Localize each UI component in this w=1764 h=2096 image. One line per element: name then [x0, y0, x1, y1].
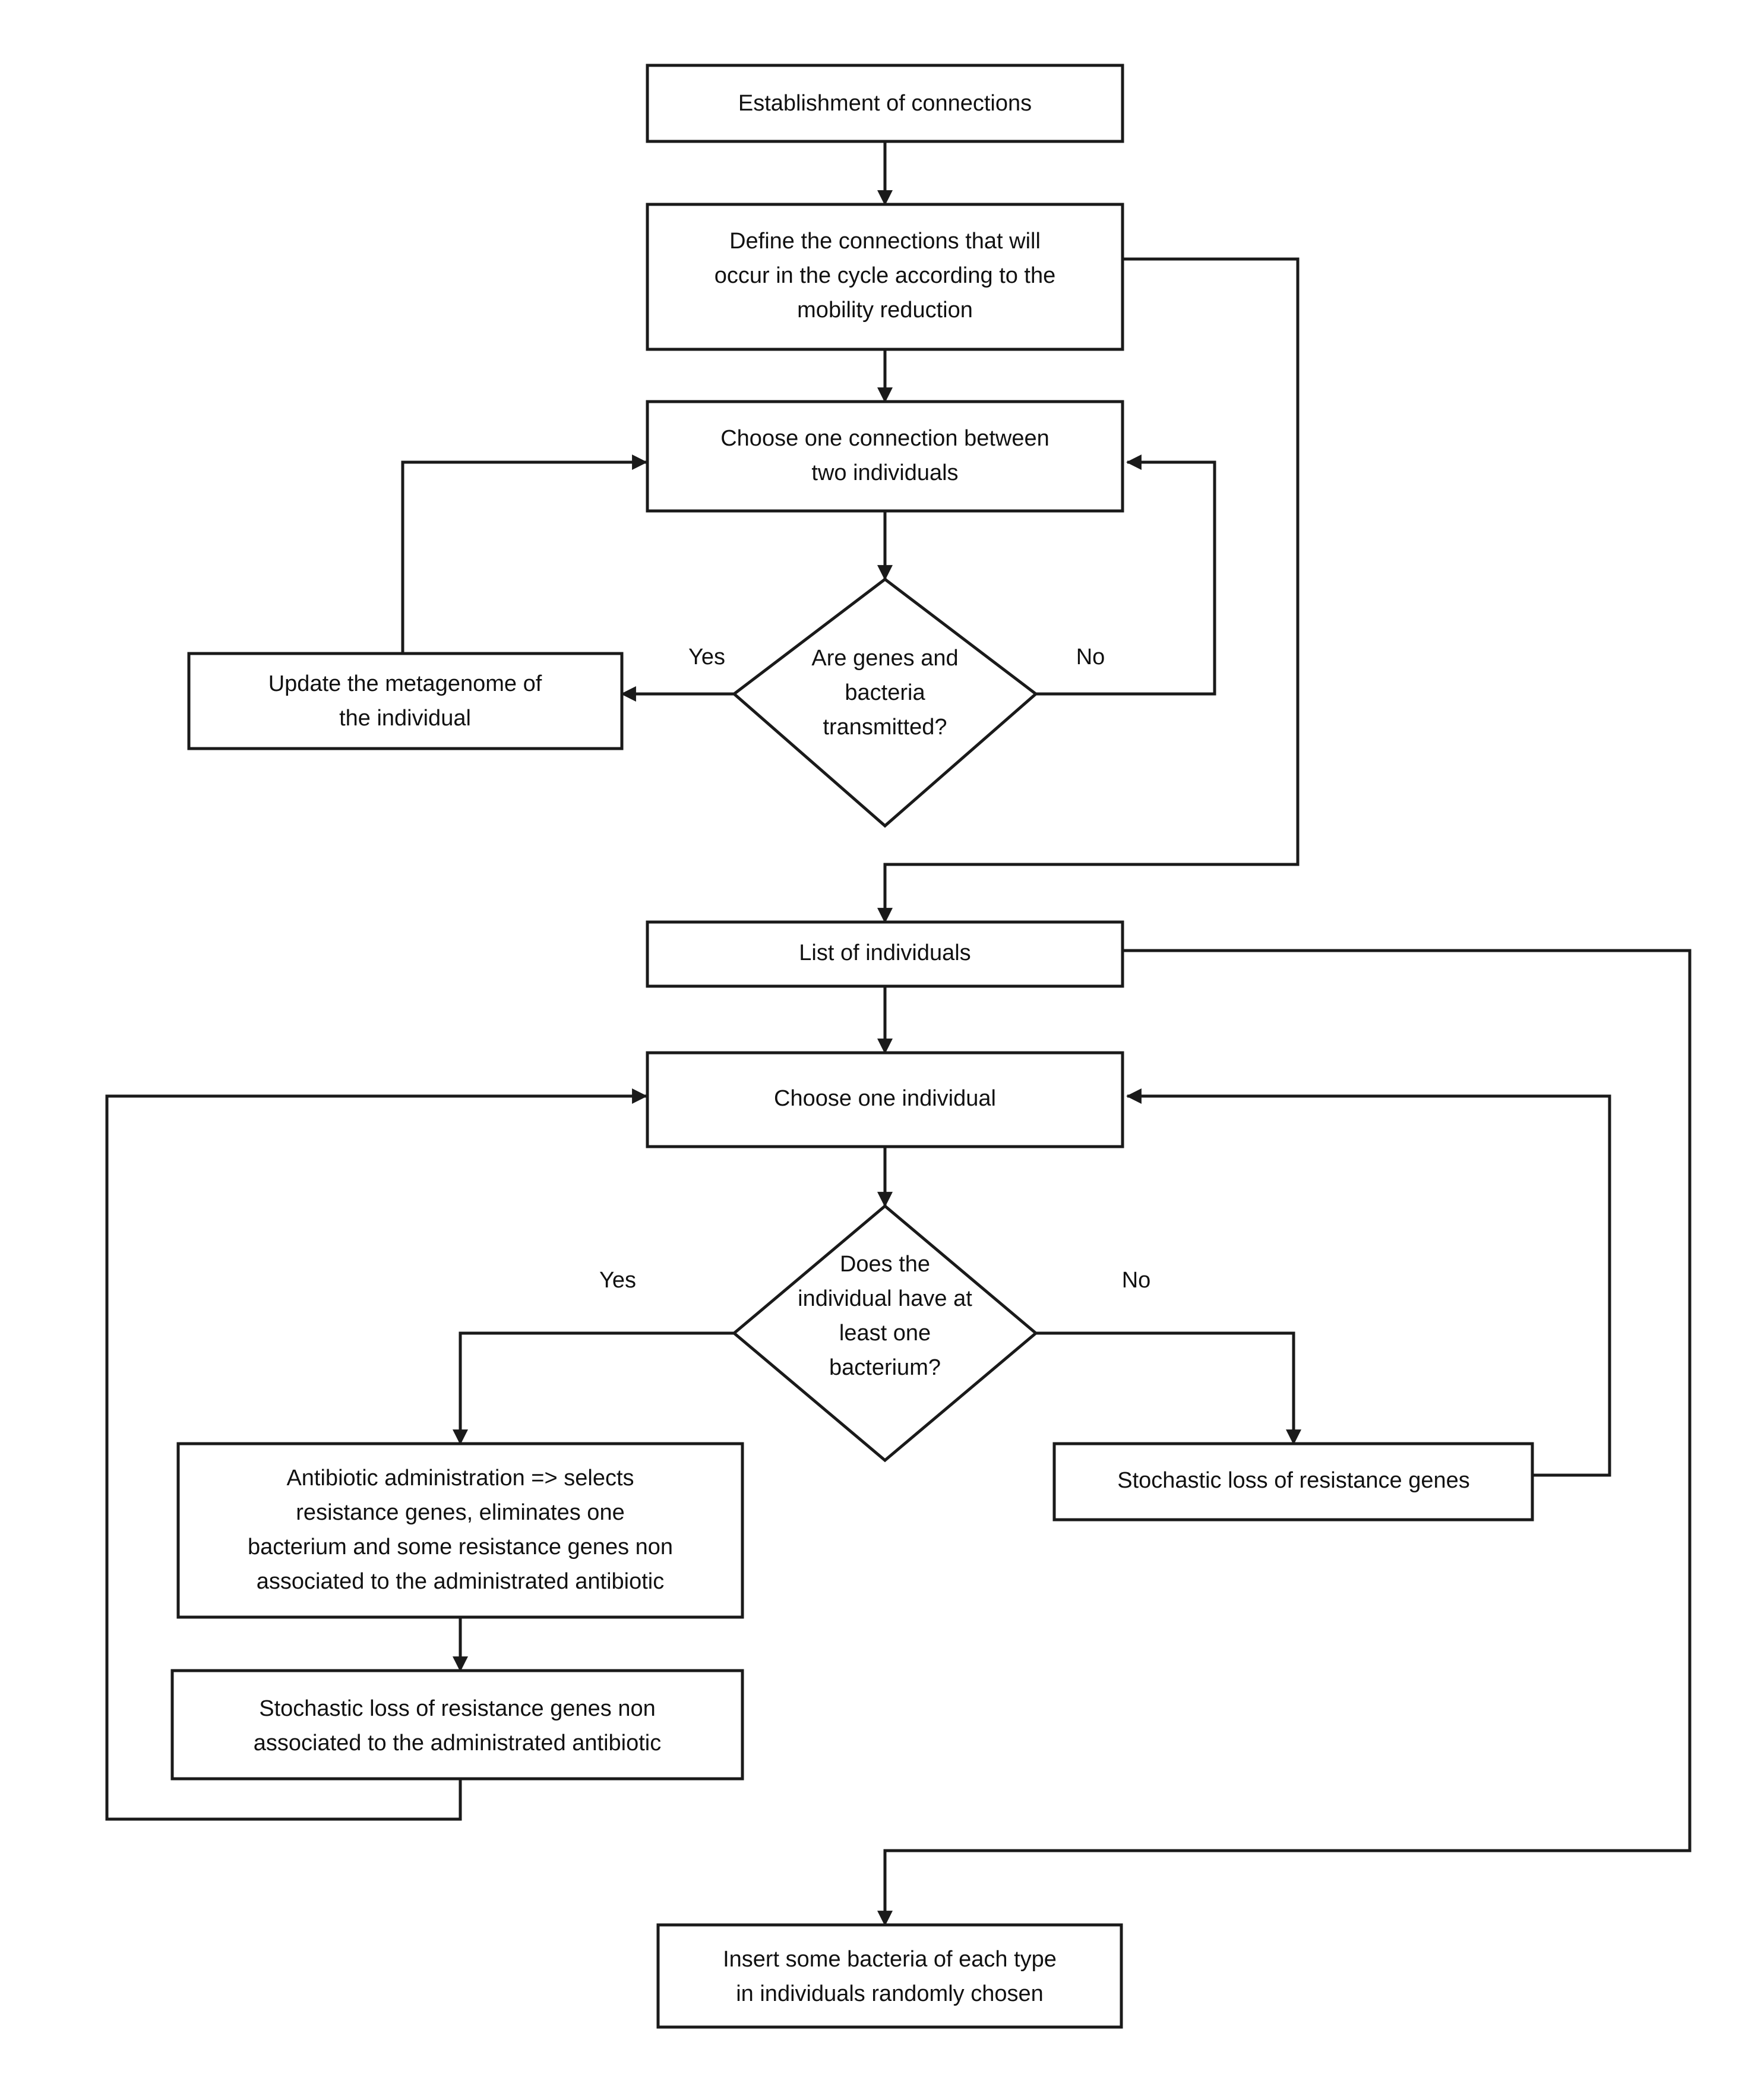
node-insert-bacteria-line-2: in individuals randomly chosen [736, 1981, 1044, 2006]
node-decision-bacterium-line-4: bacterium? [829, 1355, 941, 1380]
node-decision-genes-transmitted[interactable]: Are genes and bacteria transmitted? [732, 577, 1038, 828]
edge-no-to-stochastic-loss [1036, 1331, 1301, 1445]
edge-label-no-transmitted: No [1076, 645, 1105, 670]
node-insert-bacteria[interactable]: Insert some bacteria of each type in ind… [656, 1923, 1123, 2029]
node-antibiotic-line-4: associated to the administrated antibiot… [257, 1569, 665, 1594]
edge-label-yes-transmitted: Yes [688, 645, 725, 670]
node-decision-bacterium-line-1: Does the [840, 1252, 930, 1277]
node-antibiotic-line-1: Antibiotic administration => selects [286, 1466, 634, 1491]
node-antibiotic-line-3: bacterium and some resistance genes non [248, 1535, 673, 1560]
edge-no-to-choose-connection [998, 454, 1216, 696]
node-decision-genes-line-3: transmitted? [823, 715, 947, 740]
node-stochastic-loss-non-associated[interactable]: Stochastic loss of resistance genes non … [170, 1669, 744, 1781]
node-antibiotic-administration[interactable]: Antibiotic administration => selects res… [176, 1442, 744, 1619]
node-stochastic-loss-line-1: Stochastic loss of resistance genes [1117, 1468, 1470, 1493]
edge-yes-to-antibiotic [453, 1331, 734, 1445]
node-define-connections-line-2: occur in the cycle according to the [715, 263, 1056, 288]
node-decision-genes-line-2: bacteria [845, 680, 925, 705]
edge-stochastic-non-assoc-to-choose-individual [105, 1088, 648, 1821]
edge-label-no-bacterium: No [1122, 1268, 1151, 1293]
node-antibiotic-line-2: resistance genes, eliminates one [296, 1500, 624, 1525]
node-update-metagenome-line-2: the individual [339, 706, 471, 731]
node-decision-bacterium-line-3: least one [839, 1321, 931, 1346]
edge-stochastic-loss-to-choose-individual [1126, 1088, 1611, 1477]
node-define-connections-line-1: Define the connections that will [729, 229, 1041, 254]
edge-list-individuals-to-insert-bacteria [877, 949, 1692, 1927]
node-decision-bacterium-line-2: individual have at [798, 1286, 972, 1311]
node-insert-bacteria-line-1: Insert some bacteria of each type [723, 1947, 1057, 1972]
node-update-metagenome[interactable]: Update the metagenome of the individual [187, 652, 624, 750]
node-list-individuals-line-1: List of individuals [799, 940, 970, 965]
edge-label-yes-bacterium: Yes [599, 1268, 636, 1293]
node-establishment-line-1: Establishment of connections [738, 91, 1032, 116]
node-list-of-individuals[interactable]: List of individuals [646, 920, 1124, 988]
node-define-connections-line-3: mobility reduction [797, 298, 973, 323]
node-choose-connection-line-2: two individuals [811, 460, 958, 485]
node-stochastic-non-assoc-line-2: associated to the administrated antibiot… [254, 1731, 662, 1756]
node-update-metagenome-line-1: Update the metagenome of [268, 671, 542, 696]
node-establishment-of-connections[interactable]: Establishment of connections [646, 64, 1124, 143]
node-stochastic-loss[interactable]: Stochastic loss of resistance genes [1052, 1442, 1534, 1522]
node-decision-genes-line-1: Are genes and [811, 646, 958, 671]
node-choose-one-individual[interactable]: Choose one individual [646, 1051, 1124, 1148]
node-choose-individual-line-1: Choose one individual [774, 1086, 996, 1111]
edge-update-metagenome-to-choose-connection [401, 454, 648, 654]
node-decision-has-bacterium[interactable]: Does the individual have at least one ba… [732, 1204, 1038, 1463]
edge-define-to-list-individuals [877, 257, 1300, 924]
node-choose-one-connection[interactable]: Choose one connection between two indivi… [646, 400, 1124, 513]
node-choose-connection-line-1: Choose one connection between [720, 426, 1049, 451]
node-define-connections[interactable]: Define the connections that will occur i… [646, 203, 1124, 351]
node-stochastic-non-assoc-line-1: Stochastic loss of resistance genes non [259, 1696, 656, 1721]
